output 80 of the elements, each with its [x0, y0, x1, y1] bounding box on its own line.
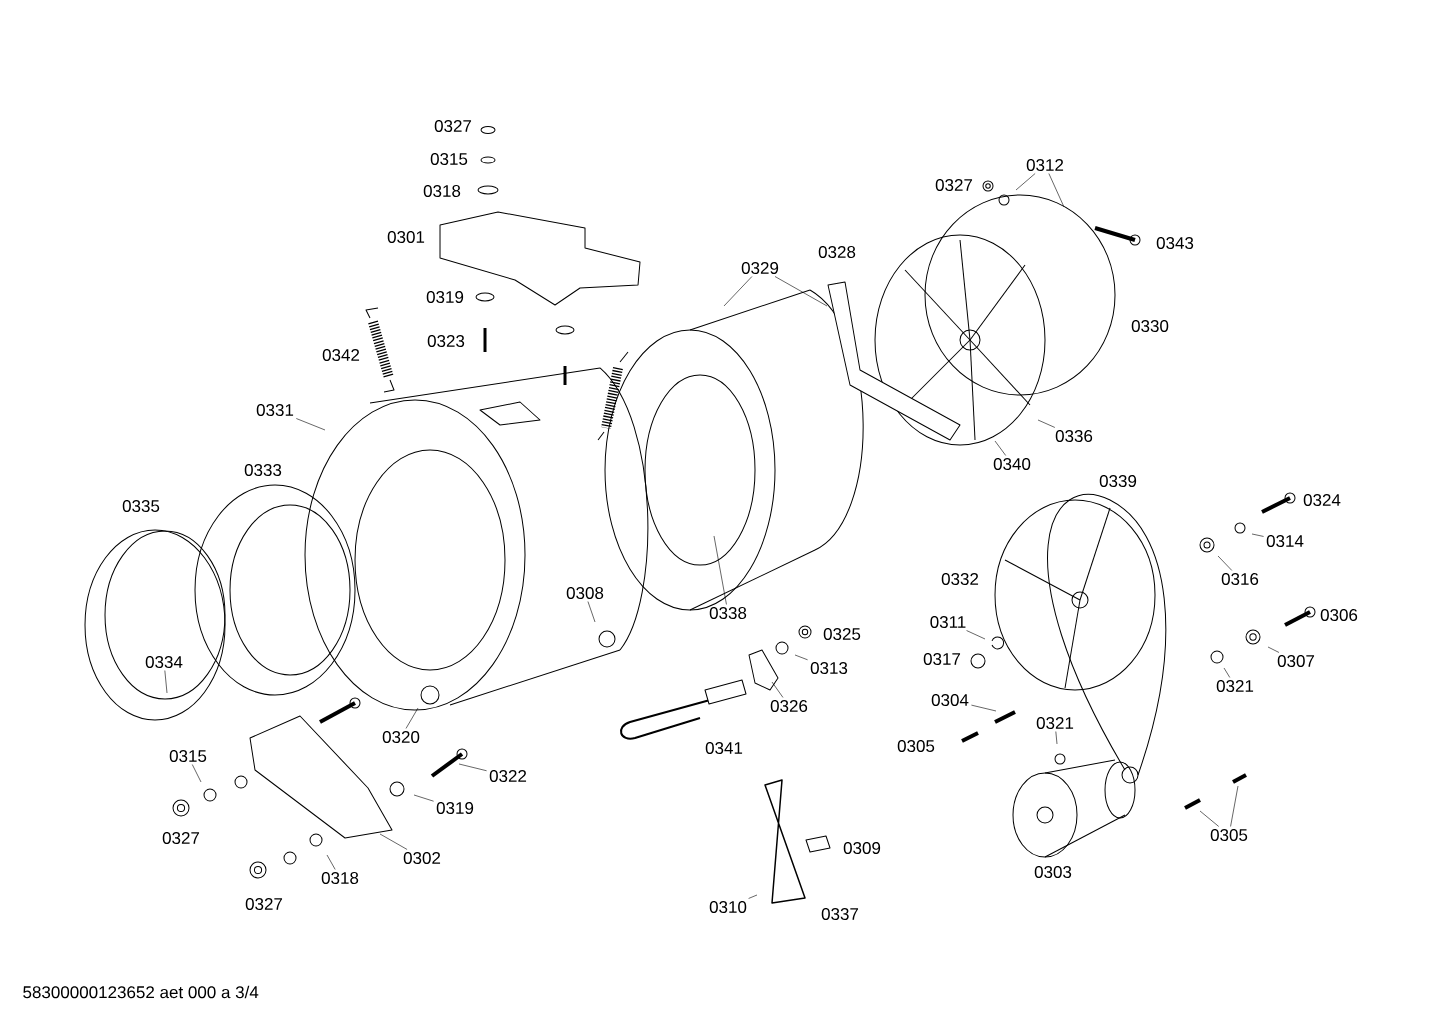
leader-line: [191, 764, 202, 783]
callout-number: 0319: [426, 291, 464, 303]
callout-number: 0338: [709, 607, 747, 619]
callout-number: 0331: [256, 404, 294, 416]
callout-number: 0337: [821, 908, 859, 920]
leader-line: [458, 763, 487, 772]
callout-number: 0304: [931, 694, 969, 706]
callout-number: 0307: [1277, 655, 1315, 667]
leader-line: [1055, 731, 1058, 745]
callout-number: 0308: [566, 587, 604, 599]
callout-number: 0327: [162, 832, 200, 844]
callout-number: 0303: [1034, 866, 1072, 878]
callout-number: 0309: [843, 842, 881, 854]
leader-line: [1230, 785, 1239, 827]
callout-number: 0327: [434, 120, 472, 132]
leader-line: [771, 681, 784, 698]
leader-line: [1199, 810, 1219, 827]
leader-line: [1251, 533, 1264, 537]
leader-line: [405, 707, 419, 729]
callout-number: 0311: [930, 616, 966, 628]
callout-number: 0324: [1303, 494, 1341, 506]
leader-line: [994, 440, 1006, 456]
callout-number: 0327: [935, 179, 973, 191]
leader-line: [774, 276, 828, 307]
leader-line: [966, 630, 986, 640]
leader-line: [1223, 667, 1231, 678]
callout-number: 0306: [1320, 609, 1358, 621]
callout-number: 0314: [1266, 535, 1304, 547]
leader-line: [748, 894, 758, 899]
callout-number: 0322: [489, 770, 527, 782]
leader-line: [379, 833, 408, 850]
leader-line: [1037, 419, 1056, 428]
leader-line: [296, 418, 326, 431]
callout-number: 0336: [1055, 430, 1093, 442]
callout-number: 0318: [423, 185, 461, 197]
callout-number: 0325: [823, 628, 861, 640]
leader-line: [723, 276, 753, 307]
callout-number: 0327: [245, 898, 283, 910]
callout-number: 0317: [923, 653, 961, 665]
callout-number: 0315: [169, 750, 207, 762]
callout-number: 0318: [321, 872, 359, 884]
leader-line: [326, 854, 336, 870]
leader-line: [1217, 555, 1233, 571]
callout-number: 0333: [244, 464, 282, 476]
drawing-number: 58300000123652 aet 000 a 3/4: [23, 985, 259, 999]
leader-line: [971, 704, 997, 712]
callout-number: 0313: [810, 662, 848, 674]
callout-number: 0341: [705, 742, 743, 754]
callout-number: 0340: [993, 458, 1031, 470]
leader-line: [794, 654, 808, 661]
callout-number: 0321: [1036, 717, 1074, 729]
callout-number: 0343: [1156, 237, 1194, 249]
callout-number: 0330: [1131, 320, 1169, 332]
callout-number: 0305: [897, 740, 935, 752]
callout-number: 0328: [818, 246, 856, 258]
callout-number: 0335: [122, 500, 160, 512]
callout-number: 0339: [1099, 475, 1137, 487]
callout-number: 0310: [709, 901, 747, 913]
callout-number: 0332: [941, 573, 979, 585]
leader-line: [164, 670, 168, 694]
callout-number: 0305: [1210, 829, 1248, 841]
callout-number: 0323: [427, 335, 465, 347]
callout-number: 0315: [430, 153, 468, 165]
callout-number: 0316: [1221, 573, 1259, 585]
leader-line: [1267, 646, 1280, 653]
callout-number: 0326: [770, 700, 808, 712]
leader-line: [713, 535, 727, 605]
leader-line: [587, 601, 596, 623]
callout-number: 0321: [1216, 680, 1254, 692]
callout-number: 0301: [387, 231, 425, 243]
callout-number: 0329: [741, 262, 779, 274]
callout-number: 0302: [403, 852, 441, 864]
leader-line: [1015, 173, 1036, 191]
callout-number: 0312: [1026, 159, 1064, 171]
callout-number: 0334: [145, 656, 183, 668]
leader-line: [413, 794, 434, 802]
callout-number: 0342: [322, 349, 360, 361]
leader-line: [1048, 173, 1065, 208]
callout-number: 0320: [382, 731, 420, 743]
callout-number: 0319: [436, 802, 474, 814]
